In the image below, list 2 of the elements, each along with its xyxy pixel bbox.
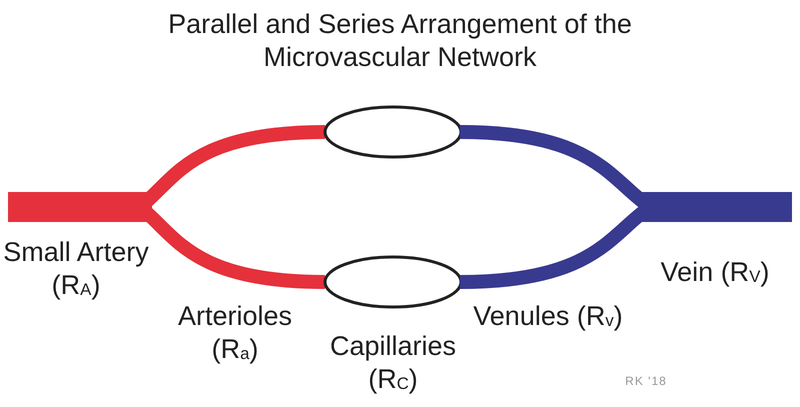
diagram-title: Parallel and Series Arrangement of the Microvascular Network (167, 8, 633, 74)
signature-text: RK '18 (624, 374, 668, 388)
